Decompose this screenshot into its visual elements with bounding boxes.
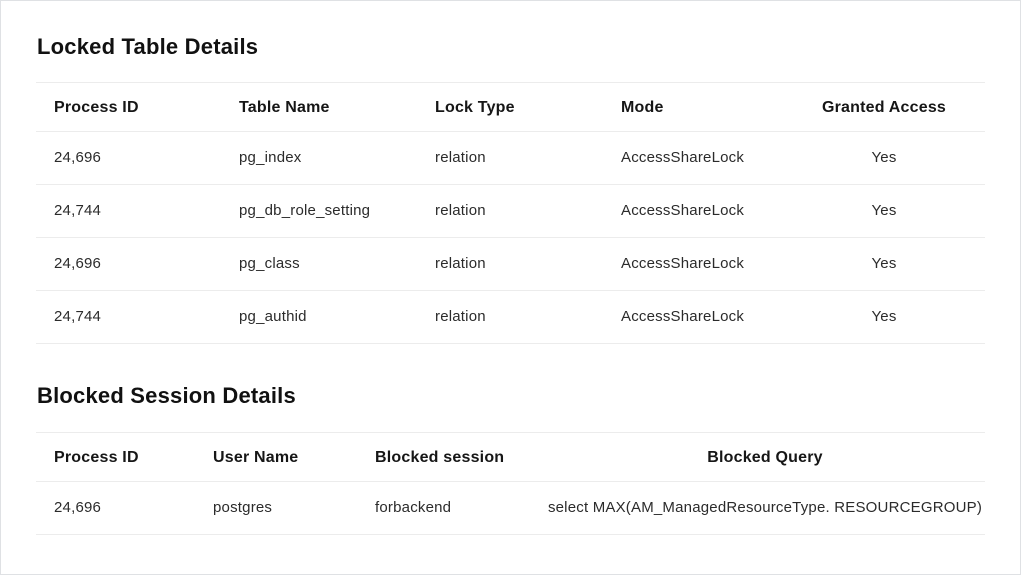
cell-process-id: 24,696: [36, 131, 221, 186]
cell-granted-access: Yes: [783, 131, 985, 186]
column-header-table-name: Table Name: [221, 82, 417, 133]
column-header-user-name: User Name: [195, 431, 357, 482]
blocked-session-details-section: Blocked Session Details Process ID User …: [36, 383, 985, 535]
column-header-mode: Mode: [603, 82, 783, 133]
cell-user-name: postgres: [195, 481, 357, 535]
column-header-process-id: Process ID: [36, 82, 221, 133]
cell-lock-type: relation: [417, 237, 603, 292]
blocked-session-details-title: Blocked Session Details: [37, 383, 296, 409]
locked-table-details-section: Locked Table Details Process ID Table Na…: [36, 34, 985, 345]
cell-blocked-query: select MAX(AM_ManagedResourceType. RESOU…: [545, 481, 985, 535]
cell-table-name: pg_authid: [221, 290, 417, 345]
locked-table-header-row: Process ID Table Name Lock Type Mode Gra…: [36, 82, 985, 133]
table-row: 24,696 pg_class relation AccessShareLock…: [36, 237, 985, 292]
cell-process-id: 24,744: [36, 184, 221, 239]
column-header-granted-access: Granted Access: [783, 82, 985, 133]
cell-blocked-session: forbackend: [357, 481, 545, 535]
cell-mode: AccessShareLock: [603, 237, 783, 292]
cell-lock-type: relation: [417, 131, 603, 186]
column-header-lock-type: Lock Type: [417, 82, 603, 133]
table-row: 24,696 postgres forbackend select MAX(AM…: [36, 481, 985, 535]
table-row: 24,696 pg_index relation AccessShareLock…: [36, 131, 985, 186]
cell-granted-access: Yes: [783, 237, 985, 292]
cell-lock-type: relation: [417, 184, 603, 239]
column-header-blocked-session: Blocked session: [357, 431, 545, 482]
blocked-session-details-table: Process ID User Name Blocked session Blo…: [36, 431, 985, 535]
table-row: 24,744 pg_db_role_setting relation Acces…: [36, 184, 985, 239]
column-header-blocked-query: Blocked Query: [545, 431, 985, 482]
cell-mode: AccessShareLock: [603, 131, 783, 186]
cell-process-id: 24,696: [36, 237, 221, 292]
locked-table-details-table: Process ID Table Name Lock Type Mode Gra…: [36, 82, 985, 345]
locked-table-details-title: Locked Table Details: [37, 34, 259, 59]
cell-lock-type: relation: [417, 290, 603, 345]
cell-table-name: pg_index: [221, 131, 417, 186]
cell-table-name: pg_db_role_setting: [221, 184, 417, 239]
column-header-process-id: Process ID: [36, 431, 195, 482]
blocked-session-header-row: Process ID User Name Blocked session Blo…: [36, 431, 985, 482]
table-row: 24,744 pg_authid relation AccessShareLoc…: [36, 290, 985, 345]
cell-table-name: pg_class: [221, 237, 417, 292]
cell-process-id: 24,696: [36, 481, 195, 535]
cell-mode: AccessShareLock: [603, 184, 783, 239]
cell-process-id: 24,744: [36, 290, 221, 345]
cell-granted-access: Yes: [783, 184, 985, 239]
cell-mode: AccessShareLock: [603, 290, 783, 345]
cell-granted-access: Yes: [783, 290, 985, 345]
